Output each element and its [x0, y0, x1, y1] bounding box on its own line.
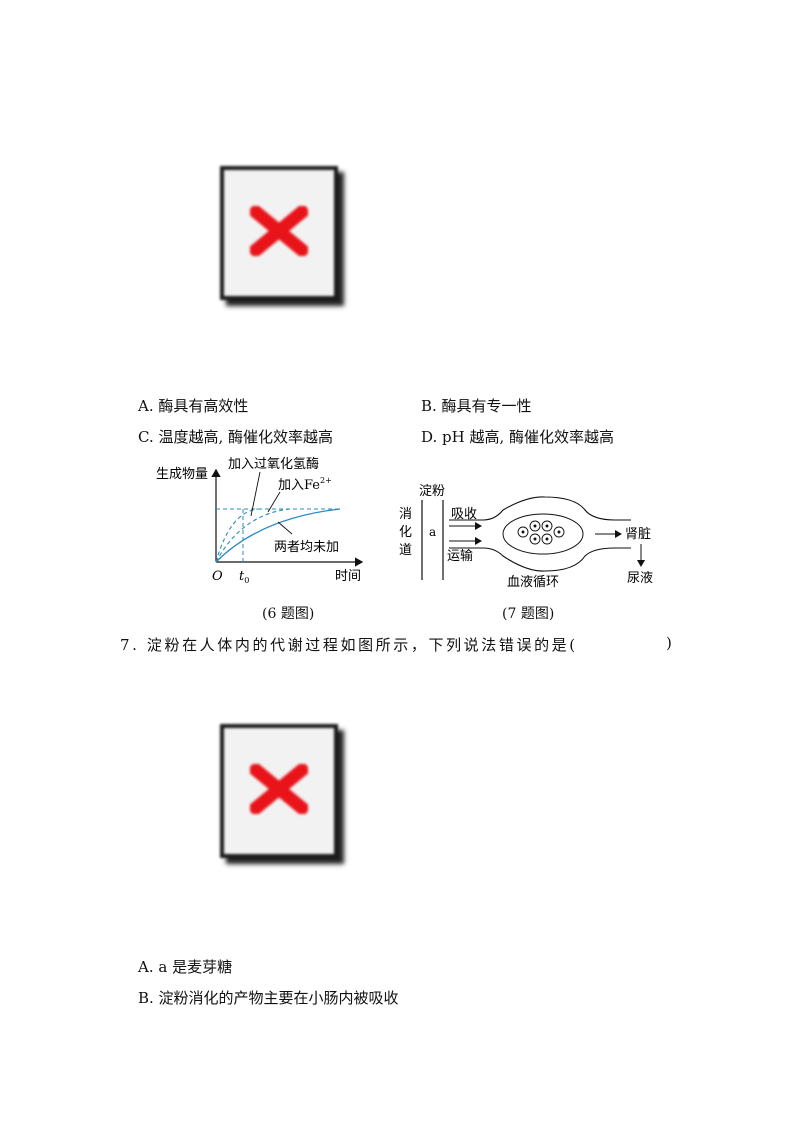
broken-image-placeholder — [220, 166, 344, 306]
q7-stem: 7. 淀粉在人体内的代谢过程如图所示，下列说法错误的是( — [120, 636, 578, 654]
label-absorb: 吸收 — [451, 507, 477, 522]
enzyme-label: 加入过氧化氢酶 — [228, 456, 319, 472]
fe-curve — [215, 508, 291, 563]
q7-option-b: B. 淀粉消化的产物主要在小肠内被吸收 — [138, 989, 399, 1007]
none-label: 两者均未加 — [274, 540, 339, 555]
q7-stem-close: ) — [666, 634, 672, 652]
t0-text: t — [239, 569, 245, 584]
none-curve — [215, 508, 341, 563]
q6-option-d: D. pH 越高, 酶催化效率越高 — [421, 428, 615, 446]
q6-option-a: A. 酶具有高效性 — [138, 397, 249, 415]
label-starch: 淀粉 — [419, 484, 445, 499]
figure-6-caption: (6 题图) — [262, 606, 315, 622]
q7-option-a: A. a 是麦芽糖 — [138, 958, 233, 976]
origin-label: O — [212, 569, 223, 584]
label-a: a — [429, 525, 436, 539]
x-axis-label: 时间 — [335, 569, 361, 584]
figure-7-caption: (7 题图) — [502, 606, 555, 622]
tract-char-2: 化 — [399, 525, 412, 540]
label-circulation: 血液循环 — [507, 575, 559, 590]
tract-char-3: 道 — [399, 543, 412, 558]
t0-label: t0 — [239, 569, 249, 585]
label-urine: 尿液 — [627, 571, 653, 586]
broken-image-icon — [250, 206, 308, 256]
none-leader — [277, 521, 293, 535]
inner-vessel — [502, 513, 584, 555]
y-axis-label: 生成物量 — [156, 467, 208, 482]
fe-label-sup: 2+ — [320, 476, 332, 485]
t0-sub: 0 — [244, 576, 249, 585]
fe-label-text: 加入Fe — [278, 478, 320, 493]
figure-7-diagram: 消 化 道 a 淀粉 吸收 运输 血液循环 肾脏 尿液 — [399, 484, 653, 590]
enzyme-curve — [215, 508, 259, 563]
fe-label: 加入Fe2+ — [278, 476, 332, 493]
blood-cells — [517, 520, 565, 545]
vessel-top — [449, 496, 631, 521]
vessel-bottom — [449, 547, 631, 572]
label-kidney: 肾脏 — [625, 527, 651, 542]
fe-leader — [267, 491, 281, 513]
q6-option-c: C. 温度越高, 酶催化效率越高 — [138, 428, 334, 446]
broken-image-placeholder-2 — [220, 724, 344, 864]
label-transport: 运输 — [447, 548, 473, 564]
figure-6-graph: 生成物量 加入过氧化氢酶 加入Fe2+ 两者均未加 O t0 时间 — [156, 456, 364, 585]
q6-option-b: B. 酶具有专一性 — [421, 397, 532, 415]
broken-image-icon — [250, 764, 308, 814]
enzyme-leader — [250, 471, 261, 517]
tract-char-1: 消 — [399, 507, 412, 522]
